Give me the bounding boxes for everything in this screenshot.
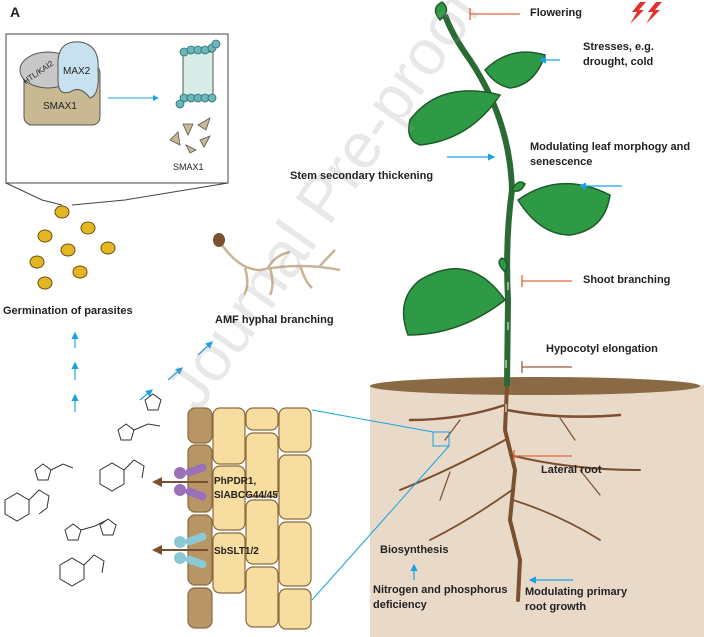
transporter1-label: PhPDR1,SlABCG44/45 bbox=[214, 476, 278, 501]
amf-spore bbox=[213, 233, 225, 247]
amf-label: AMF hyphal branching bbox=[215, 314, 334, 326]
lateral-root-label: Lateral root bbox=[541, 464, 602, 476]
smax1-label: SMAX1 bbox=[43, 101, 77, 112]
leaves bbox=[402, 1, 611, 336]
lightning-icon bbox=[630, 2, 662, 24]
promote-arrows bbox=[71, 56, 622, 584]
zoom-square bbox=[432, 431, 450, 447]
stem-transport-arrows bbox=[505, 282, 509, 412]
panel-label: A bbox=[10, 4, 21, 20]
transporter2-label: SbSLT1/2 bbox=[214, 546, 259, 557]
amf-hyphae bbox=[220, 244, 341, 296]
parasite-seeds bbox=[29, 205, 116, 290]
stresses-label: Stresses, e.g.drought, cold bbox=[583, 41, 654, 68]
max2-label: MAX2 bbox=[63, 66, 91, 77]
strigolactone-structures bbox=[4, 393, 162, 587]
germination-label: Germination of parasites bbox=[3, 305, 133, 317]
smax1-degraded-label: SMAX1 bbox=[173, 162, 204, 172]
root-cells bbox=[187, 407, 312, 630]
soil-surface bbox=[370, 377, 700, 395]
stem-thickening-label: Stem secondary thickening bbox=[290, 170, 434, 182]
biosynthesis-label: Biosynthesis bbox=[380, 544, 449, 556]
shoot-branching-label: Shoot branching bbox=[583, 274, 671, 286]
inhibit-bars bbox=[469, 8, 572, 462]
hypocotyl-label: Hypocotyl elongation bbox=[546, 343, 658, 355]
transporter-phpdr1 bbox=[152, 463, 208, 501]
inset-box bbox=[5, 33, 229, 206]
soil bbox=[370, 385, 704, 637]
transporter-sbslt bbox=[152, 532, 208, 569]
root-system bbox=[399, 384, 641, 602]
flowering-label: Flowering bbox=[530, 7, 582, 19]
stem bbox=[442, 13, 516, 387]
